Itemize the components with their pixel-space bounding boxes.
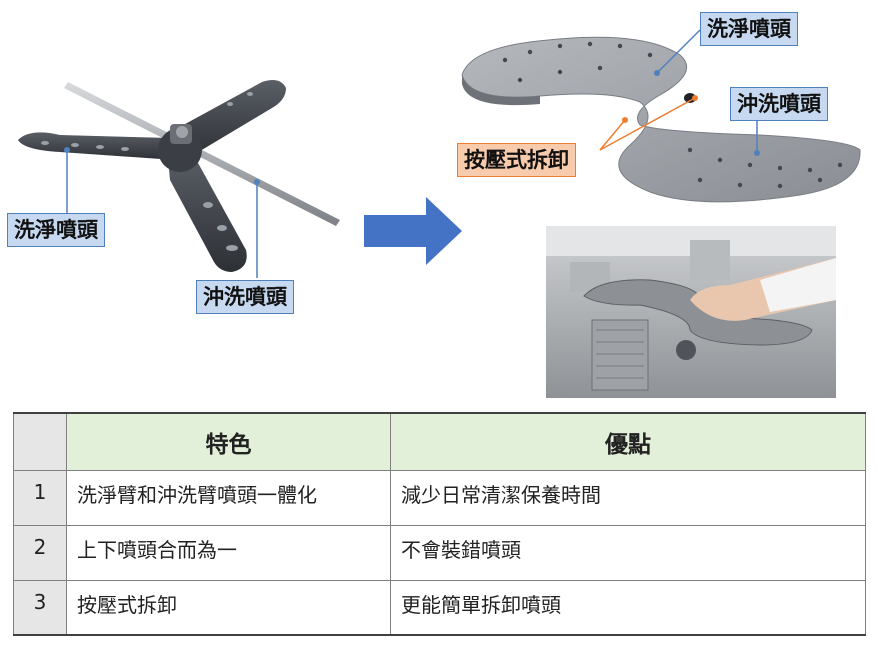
feature-table: 特色 優點 1 洗淨臂和沖洗臂噴頭一體化 減少日常清潔保養時間 2 上下噴頭合而… xyxy=(13,412,866,636)
spray-arm-holes xyxy=(41,92,253,251)
rinse-nozzle-label-left: 沖洗噴頭 xyxy=(196,280,294,314)
table-row: 2 上下噴頭合而為一 不會裝錯噴頭 xyxy=(13,524,866,581)
header-index xyxy=(13,412,67,471)
press-release-dot-a xyxy=(622,117,628,123)
row-advantage: 不會裝錯噴頭 xyxy=(390,524,866,581)
wash-nozzle-leader-right xyxy=(656,29,701,74)
row-index: 2 xyxy=(13,524,67,581)
row-index: 3 xyxy=(13,579,67,636)
integrated-arm-latch xyxy=(684,93,696,103)
row-feature: 上下噴頭合而為一 xyxy=(66,524,391,581)
row-feature: 洗淨臂和沖洗臂噴頭一體化 xyxy=(66,469,391,526)
row-index: 1 xyxy=(13,469,67,526)
wash-nozzle-dot-left xyxy=(64,147,70,153)
row-advantage: 減少日常清潔保養時間 xyxy=(390,469,866,526)
integrated-spray-arm-edge xyxy=(462,75,540,106)
table-header-row: 特色 優點 xyxy=(13,412,866,471)
integrated-spray-arm xyxy=(461,36,861,203)
row-feature: 按壓式拆卸 xyxy=(66,579,391,636)
press-release-leader-b xyxy=(599,97,696,151)
rinse-nozzle-dot-right xyxy=(754,150,760,156)
wash-nozzle-dot-right xyxy=(654,70,660,76)
press-release-label: 按壓式拆卸 xyxy=(457,143,576,177)
header-feature: 特色 xyxy=(66,412,391,471)
rinse-rod xyxy=(64,82,340,226)
rinse-nozzle-label-right: 沖洗噴頭 xyxy=(730,87,828,121)
header-advantage: 優點 xyxy=(390,412,866,471)
spray-arm-hub-bolt xyxy=(176,126,188,138)
spray-arm-illustration xyxy=(18,29,861,398)
row-advantage: 更能簡單拆卸噴頭 xyxy=(390,579,866,636)
integrated-arm-holes xyxy=(502,41,843,189)
rinse-nozzle-dot-left xyxy=(254,179,260,185)
spray-arm-lower-blade xyxy=(168,152,247,272)
press-release-dot-b xyxy=(692,95,698,101)
wash-nozzle-label-right: 洗淨噴頭 xyxy=(700,12,798,46)
table-row: 1 洗淨臂和沖洗臂噴頭一體化 減少日常清潔保養時間 xyxy=(13,469,866,526)
transform-arrow-icon xyxy=(364,197,462,265)
dishwasher-photo xyxy=(546,226,836,398)
table-row: 3 按壓式拆卸 更能簡單拆卸噴頭 xyxy=(13,579,866,636)
wash-nozzle-label-left: 洗淨噴頭 xyxy=(7,213,105,247)
press-release-leader-a xyxy=(599,119,626,151)
